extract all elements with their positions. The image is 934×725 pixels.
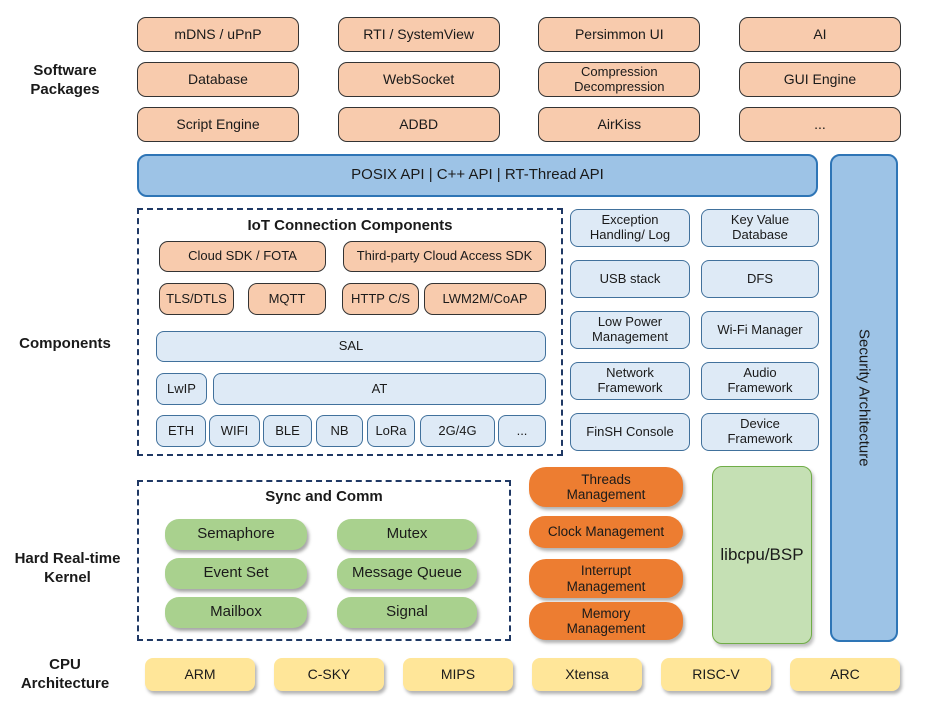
link-box-2g4g: 2G/4G <box>420 415 495 447</box>
link-box-lora: LoRa <box>367 415 415 447</box>
package-box: AI <box>738 17 901 52</box>
package-box: Compression Decompression <box>538 62 701 97</box>
http-cs-box: HTTP C/S <box>342 283 419 315</box>
framework-box: Key Value Database <box>701 209 819 247</box>
framework-box: Wi-Fi Manager <box>701 311 819 349</box>
at-box: AT <box>213 373 546 405</box>
iot-connection-components-box <box>137 208 563 456</box>
sync-item: Semaphore <box>165 519 307 550</box>
lwm2m-coap-box: LWM2M/CoAP <box>424 283 546 315</box>
sync-item: Signal <box>337 597 477 628</box>
package-box: Script Engine <box>137 107 299 142</box>
package-box: ... <box>738 107 901 142</box>
layer-label-components: Components <box>19 335 111 352</box>
link-box-more: ... <box>498 415 546 447</box>
cpu-arch-box: Xtensa <box>532 658 642 691</box>
link-box-ble: BLE <box>263 415 312 447</box>
lwip-box: LwIP <box>156 373 207 405</box>
framework-box: Device Framework <box>701 413 819 451</box>
link-box-wifi: WIFI <box>209 415 260 447</box>
sync-items-grid: Semaphore Mutex Event Set Message Queue … <box>165 519 477 628</box>
package-box: AirKiss <box>538 107 701 142</box>
layer-label-software-packages: Software Packages <box>30 62 100 98</box>
framework-box: Audio Framework <box>701 362 819 400</box>
api-bar: POSIX API | C++ API | RT-Thread API <box>137 154 818 197</box>
sync-and-comm-title: Sync and Comm <box>265 488 383 505</box>
memory-management-box: Memory Management <box>529 602 683 640</box>
package-box: WebSocket <box>337 62 500 97</box>
framework-box: USB stack <box>570 260 690 298</box>
sync-item: Mailbox <box>165 597 307 628</box>
framework-box: Low Power Management <box>570 311 690 349</box>
link-box-eth: ETH <box>156 415 206 447</box>
sal-box: SAL <box>156 331 546 362</box>
framework-box: Exception Handling/ Log <box>570 209 690 247</box>
framework-box: DFS <box>701 260 819 298</box>
package-box: Database <box>137 62 299 97</box>
package-box: mDNS / uPnP <box>137 17 299 52</box>
libcpu-bsp-box: libcpu/BSP <box>712 466 812 644</box>
cpu-arch-box: ARM <box>145 658 255 691</box>
framework-box: FinSH Console <box>570 413 690 451</box>
cpu-arch-box: RISC-V <box>661 658 771 691</box>
cpu-arch-box: C-SKY <box>274 658 384 691</box>
cpu-architectures-grid: ARM C-SKY MIPS Xtensa RISC-V ARC <box>145 658 900 691</box>
framework-components-grid: Exception Handling/ Log Key Value Databa… <box>570 209 819 451</box>
package-box: Persimmon UI <box>538 17 701 52</box>
package-box: GUI Engine <box>738 62 901 97</box>
package-box: ADBD <box>337 107 500 142</box>
iot-connection-components-title: IoT Connection Components <box>247 217 453 234</box>
sync-item: Mutex <box>337 519 477 550</box>
layer-label-cpu-architecture: CPU Architecture <box>20 656 110 692</box>
sync-item: Event Set <box>165 558 307 589</box>
tls-dtls-box: TLS/DTLS <box>159 283 234 315</box>
link-box-nb: NB <box>316 415 363 447</box>
framework-box: Network Framework <box>570 362 690 400</box>
package-box: RTI / SystemView <box>337 17 500 52</box>
software-packages-grid: mDNS / uPnP RTI / SystemView Persimmon U… <box>137 17 901 142</box>
cloud-sdk-fota-box: Cloud SDK / FOTA <box>159 241 326 272</box>
security-architecture-bar: Security Architecture <box>830 154 898 642</box>
layer-label-kernel: Hard Real-time Kernel <box>14 550 121 586</box>
clock-management-box: Clock Management <box>529 516 683 548</box>
cpu-arch-box: ARC <box>790 658 900 691</box>
threads-management-box: Threads Management <box>529 467 683 507</box>
sync-item: Message Queue <box>337 558 477 589</box>
mqtt-box: MQTT <box>248 283 326 315</box>
sync-and-comm-box <box>137 480 511 641</box>
cpu-arch-box: MIPS <box>403 658 513 691</box>
interrupt-management-box: Interrupt Management <box>529 559 683 598</box>
third-party-cloud-sdk-box: Third-party Cloud Access SDK <box>343 241 546 272</box>
